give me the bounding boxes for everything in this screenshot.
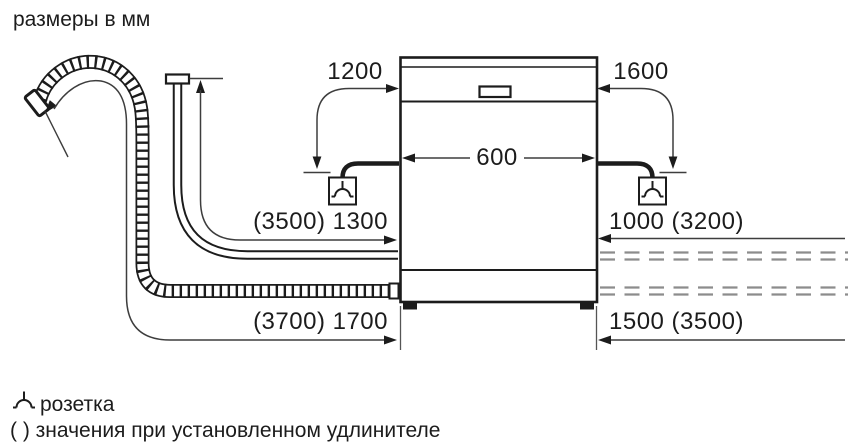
arrowhead-left [598,234,611,243]
power-cable-right [598,161,667,206]
dimension-right-lower [598,335,845,345]
foot-right [580,302,594,310]
arrowhead-right [384,235,397,245]
socket-icon-left [328,176,357,206]
drain-hose-connector [388,282,400,300]
supply-hose [164,73,398,260]
dishwasher [399,56,599,350]
legend-parentheses-note: ( ) значения при установленном удлинител… [10,419,441,442]
dimension-label-right-lower: 1500 (3500) [609,308,744,335]
arrowhead-right [582,153,595,163]
dimension-power-cord-right [597,84,687,174]
dimension-label-appliance-width: 600 [476,144,518,171]
hose-end-reference-line [44,110,69,158]
dimension-right-upper [598,234,845,243]
arrowhead-left [402,153,415,163]
tap-connector [164,73,191,85]
socket-icon-right [638,176,667,206]
dimension-supply-hose [189,77,397,245]
arrowhead-down-left [45,100,57,113]
dashed-hoses-right [600,251,848,296]
drain-hose [23,54,400,300]
door-handle [478,85,512,99]
power-cable-left [328,161,399,206]
dimension-label-power-cord-left: 1200 [327,58,383,85]
foot-left [403,302,417,310]
socket-icon-legend [13,391,35,409]
diagram-title: размеры в мм [13,8,151,31]
arrowhead-left [597,84,610,93]
power-cable-right-line [598,161,655,179]
drain-hose-corrugation [33,54,398,298]
arrowhead-down [668,156,678,169]
dimension-label-right-upper: 1000 (3200) [609,208,744,235]
supply-hose-inner [174,83,398,258]
dimension-appliance-width [402,153,595,163]
arrowhead-left [598,335,611,345]
dimension-label-supply-hose: (3500) 1300 [253,208,388,235]
arrowhead-right [384,335,397,345]
dimension-label-drain-hose: (3700) 1700 [253,308,388,335]
dimension-label-power-cord-right: 1600 [613,58,669,85]
dimension-power-cord-left [303,84,399,174]
arrowhead-down [312,156,322,169]
legend-socket-label: розетка [40,393,115,416]
power-cable-left-line [340,161,399,179]
arrowhead-up [196,80,205,93]
arrowhead-right [386,84,399,93]
dishwasher-outline [399,56,599,304]
drain-hose-end-cap [23,88,51,118]
dimension-drain-hose [44,79,397,345]
